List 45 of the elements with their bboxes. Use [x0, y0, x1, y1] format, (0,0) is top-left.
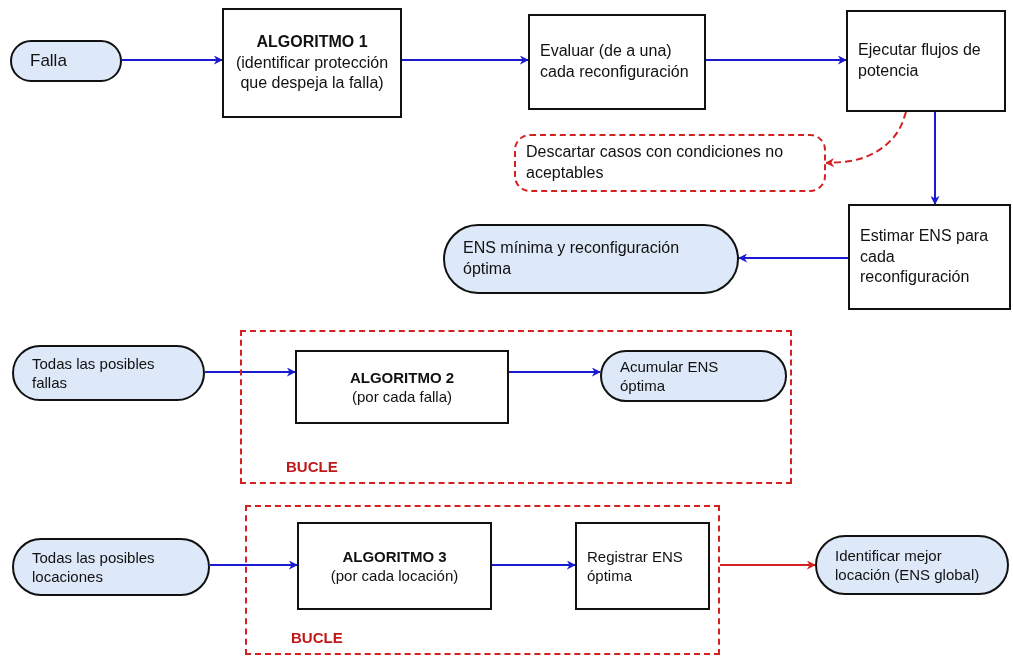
arrow [209, 560, 298, 570]
block-text: (por cada locación) [329, 566, 460, 586]
discard-box [514, 134, 826, 192]
process-box [295, 350, 509, 424]
block-text: Ejecutar flujos de potencia [858, 40, 982, 81]
arrow [705, 55, 847, 65]
block-text: Todas las posibles locaciones [32, 547, 156, 587]
block-text: Identificar mejor locación (ENS global) [835, 545, 981, 585]
block-text: Todas las posibles fallas [32, 353, 156, 393]
block-text: (por cada falla) [350, 387, 454, 407]
arrow [508, 367, 601, 377]
block-text: Registrar ENS óptima [587, 546, 684, 586]
terminal-box [10, 40, 122, 82]
loop-label: BUCLE [291, 627, 343, 647]
process-box [848, 204, 1011, 310]
process-box [222, 8, 402, 118]
loop-frame [240, 330, 792, 484]
arrow [930, 111, 940, 205]
block-title: ALGORITMO 3 [341, 546, 448, 566]
process-box [846, 10, 1006, 112]
process-box [528, 14, 706, 110]
process-box [297, 522, 492, 610]
arrow [121, 55, 223, 65]
arrow [738, 253, 849, 263]
block-text: Evaluar (de a una) cada reconfiguración [540, 41, 690, 82]
terminal-box [600, 350, 787, 402]
arrow [719, 560, 816, 570]
block-text: Descartar casos con condiciones no aceptables [526, 142, 785, 183]
terminal-box [815, 535, 1009, 595]
terminal-box [12, 538, 210, 596]
block-text: Falla [30, 49, 68, 72]
block-text: Estimar ENS para cada reconfiguración [860, 225, 990, 288]
arrow [491, 560, 576, 570]
block-title: ALGORITMO 2 [348, 367, 456, 387]
arrow [204, 367, 296, 377]
terminal-box [12, 345, 205, 401]
process-box [575, 522, 710, 610]
block-text: Acumular ENS óptima [620, 356, 720, 396]
loop-frame [245, 505, 720, 655]
loop-label: BUCLE [286, 456, 338, 476]
block-text: (identificar protección que despeja la falla) [234, 52, 390, 94]
block-text: ENS mínima y reconfiguración óptima [463, 238, 681, 279]
arrow [401, 55, 529, 65]
dashed-arrow [825, 111, 907, 168]
block-title: ALGORITMO 1 [255, 31, 369, 52]
